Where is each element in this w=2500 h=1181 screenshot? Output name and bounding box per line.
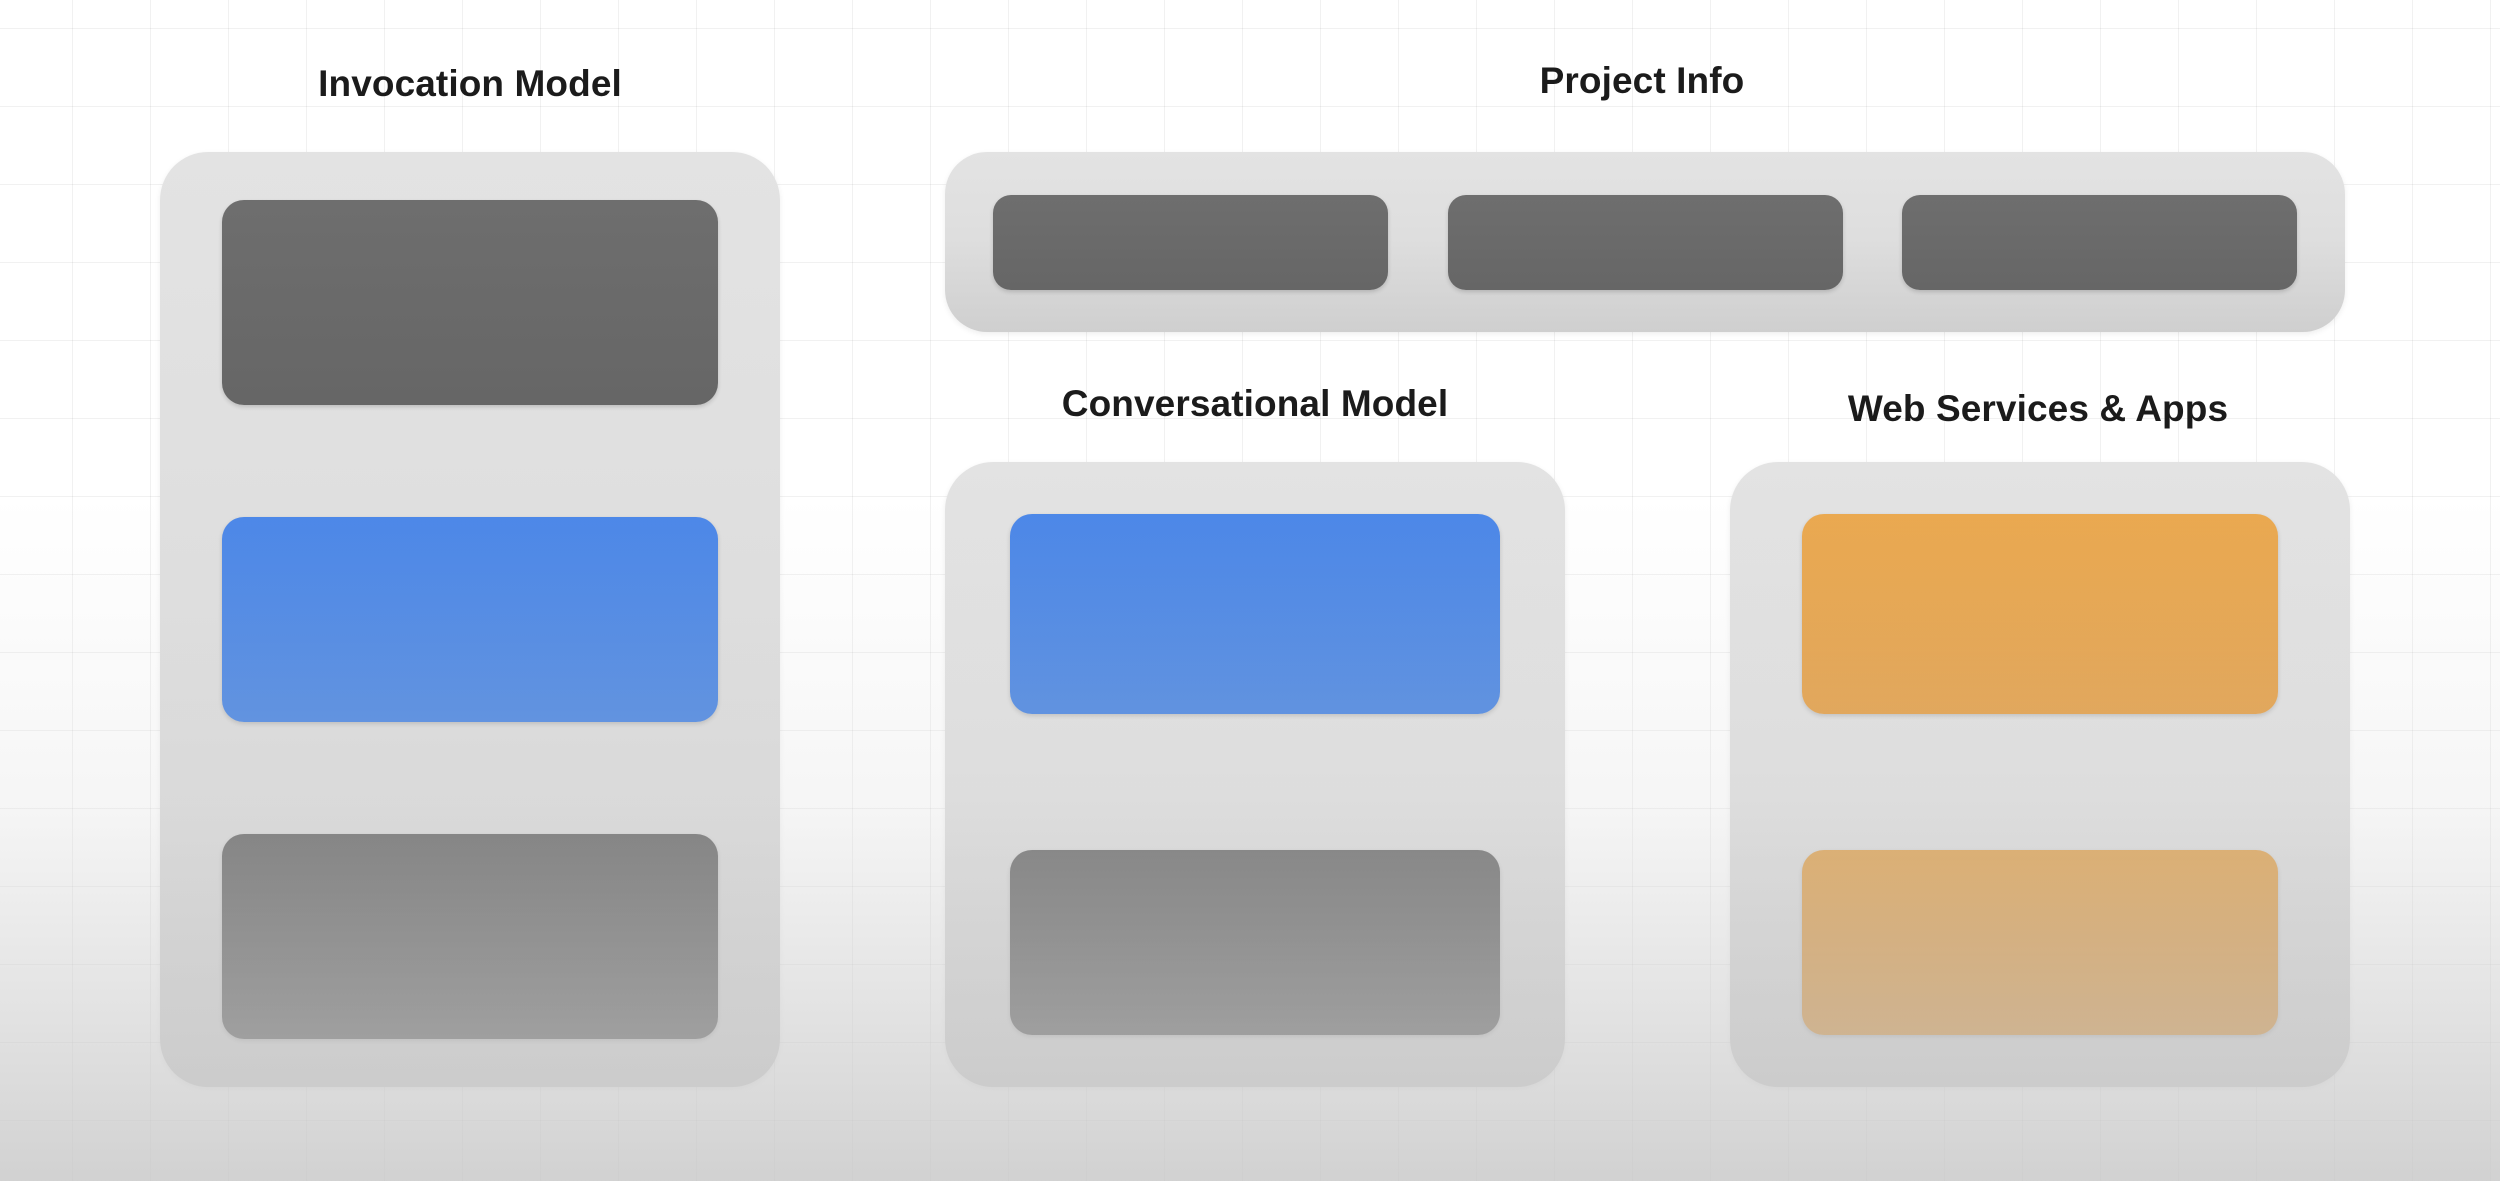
panel-title-conversational-model: Conversational Model — [1061, 383, 1449, 424]
block-conversational-1[interactable] — [1010, 514, 1500, 714]
block-invocation-3[interactable] — [222, 834, 718, 1039]
panel-conversational-model[interactable] — [945, 462, 1565, 1087]
panel-title-invocation-model: Invocation Model — [318, 63, 622, 104]
panel-title-web-services-apps: Web Services & Apps — [1847, 388, 2229, 429]
block-project-info-2[interactable] — [1447, 194, 1843, 290]
block-project-info-3[interactable] — [1902, 194, 2297, 290]
block-web-services-2[interactable] — [1802, 850, 2278, 1035]
block-invocation-1[interactable] — [222, 200, 718, 405]
block-conversational-2[interactable] — [1010, 850, 1500, 1035]
block-project-info-1[interactable] — [993, 194, 1388, 290]
block-invocation-2[interactable] — [222, 517, 718, 722]
panel-title-project-info: Project Info — [1539, 60, 1745, 101]
panel-invocation-model[interactable] — [160, 152, 780, 1087]
panel-project-info[interactable] — [945, 152, 2345, 332]
panel-web-services-apps[interactable] — [1730, 462, 2350, 1087]
block-web-services-1[interactable] — [1802, 514, 2278, 714]
